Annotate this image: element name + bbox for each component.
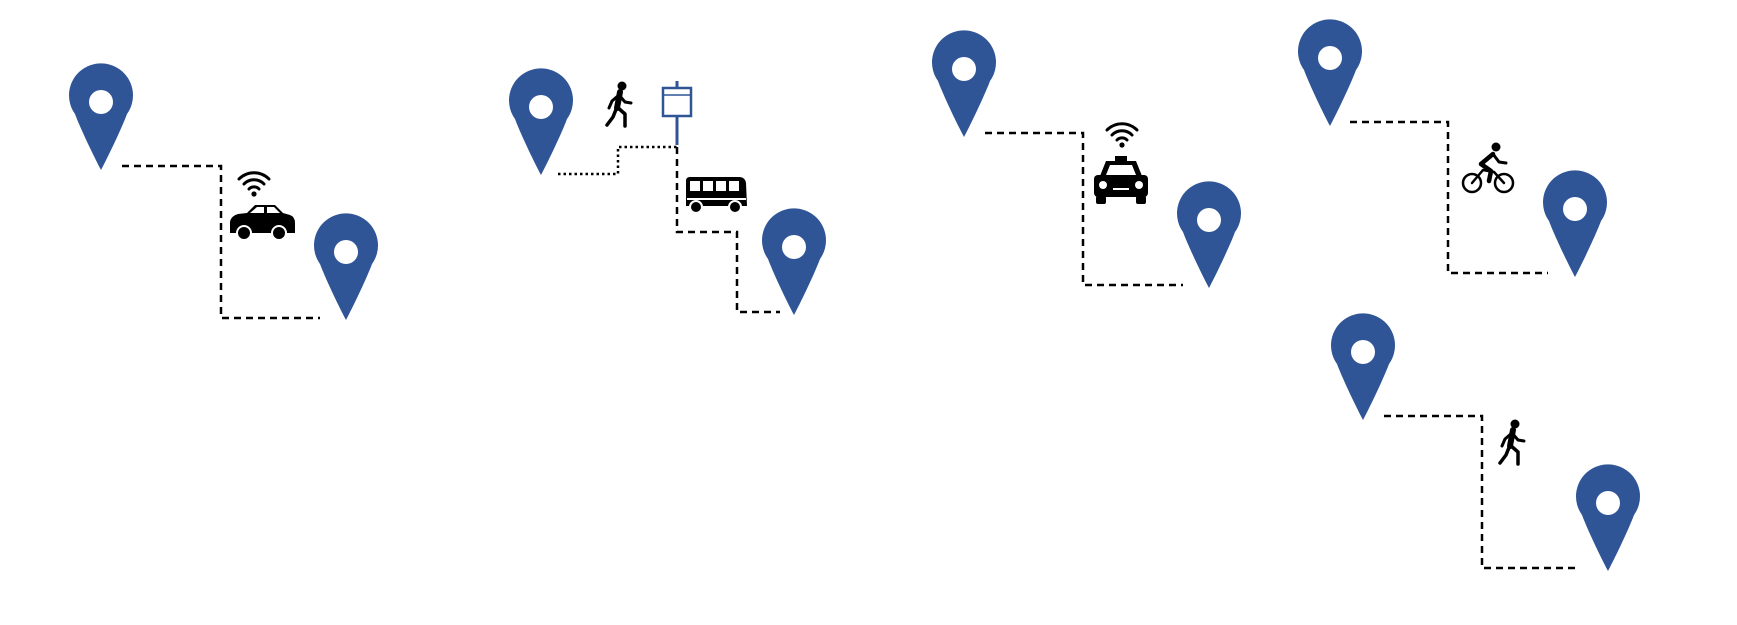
route-line-dashed xyxy=(985,131,1183,287)
walking-person-icon xyxy=(1500,420,1524,465)
route-connected-taxi xyxy=(932,30,1241,288)
end-location-pin-icon xyxy=(1177,181,1241,288)
route-line-dashed xyxy=(122,164,320,320)
cyclist-icon xyxy=(1461,142,1515,194)
end-location-pin-icon xyxy=(1543,170,1607,277)
route-connected-car xyxy=(69,63,378,320)
start-location-pin-icon xyxy=(932,30,996,137)
route-line-dotted xyxy=(558,145,677,176)
wifi-icon xyxy=(237,171,271,199)
bus-icon xyxy=(686,177,747,214)
route-cycling xyxy=(1298,19,1607,277)
route-line-dashed xyxy=(1384,414,1580,570)
walking-person-icon xyxy=(607,82,631,127)
bus-stop-sign-icon xyxy=(661,81,693,145)
start-location-pin-icon xyxy=(69,63,133,170)
end-location-pin-icon xyxy=(314,213,378,320)
start-location-pin-icon xyxy=(1298,19,1362,126)
start-location-pin-icon xyxy=(1331,313,1395,420)
end-location-pin-icon xyxy=(1576,464,1640,571)
end-location-pin-icon xyxy=(762,208,826,315)
route-line-dashed xyxy=(1350,120,1548,275)
taxi-icon xyxy=(1094,156,1148,204)
route-walking xyxy=(1331,313,1640,571)
route-walk-and-bus xyxy=(509,68,826,315)
wifi-icon xyxy=(1105,122,1139,150)
car-icon xyxy=(230,205,295,241)
start-location-pin-icon xyxy=(509,68,573,175)
route-line-dashed xyxy=(675,147,780,314)
